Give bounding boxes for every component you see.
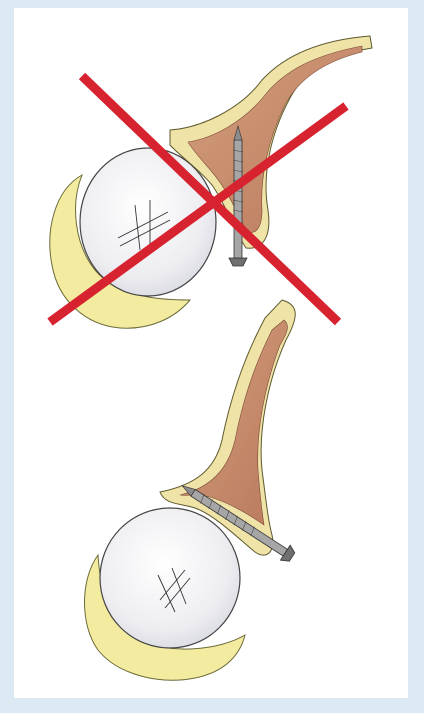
- correct-fixation-drawing: [85, 300, 297, 680]
- incorrect-fixation-drawing: [50, 36, 372, 328]
- femoral-head-bottom: [100, 508, 240, 648]
